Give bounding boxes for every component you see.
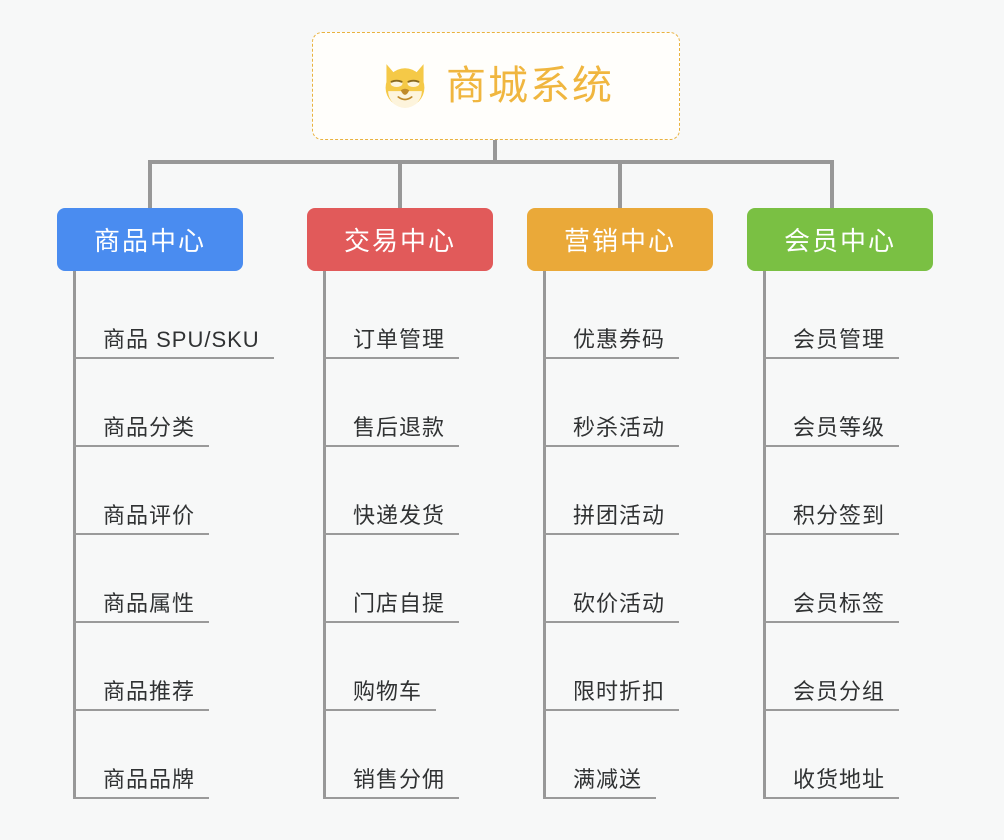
list-item[interactable]: 商品分类 <box>73 359 210 447</box>
leaf-label: 商品品牌 <box>103 767 196 792</box>
list-item[interactable]: 会员等级 <box>763 359 900 447</box>
leaf-label: 会员标签 <box>793 591 886 616</box>
list-item[interactable]: 商品品牌 <box>73 711 210 799</box>
leaf-label: 满减送 <box>573 767 643 792</box>
leaf-label: 售后退款 <box>353 415 446 440</box>
leaf-label: 门店自提 <box>353 591 446 616</box>
root-node-content: 商城系统 <box>378 59 614 113</box>
list-item[interactable]: 订单管理 <box>323 271 460 359</box>
list-item[interactable]: 购物车 <box>323 623 437 711</box>
leaf-label: 商品推荐 <box>103 679 196 704</box>
list-item[interactable]: 优惠券码 <box>543 271 680 359</box>
category-label-3: 营销中心 <box>563 226 676 256</box>
dog-face-emoji-icon <box>385 64 425 108</box>
category-box-2[interactable]: 交易中心 <box>307 208 493 271</box>
leaf-label: 限时折扣 <box>573 679 666 704</box>
list-item[interactable]: 商品推荐 <box>73 623 210 711</box>
root-title: 商城系统 <box>446 64 614 108</box>
leaf-label: 会员等级 <box>793 415 886 440</box>
category-box-3[interactable]: 营销中心 <box>527 208 713 271</box>
list-item[interactable]: 快递发货 <box>323 447 460 535</box>
leaf-label: 会员分组 <box>793 679 886 704</box>
leaf-label: 商品 SPU/SKU <box>103 327 260 352</box>
category-label-1: 商品中心 <box>93 226 206 256</box>
list-item[interactable]: 满减送 <box>543 711 657 799</box>
list-item[interactable]: 限时折扣 <box>543 623 680 711</box>
list-item[interactable]: 商品评价 <box>73 447 210 535</box>
leaf-label: 订单管理 <box>353 327 446 352</box>
category-box-1[interactable]: 商品中心 <box>57 208 243 271</box>
list-item[interactable]: 商品 SPU/SKU <box>73 271 274 359</box>
list-item[interactable]: 会员管理 <box>763 271 900 359</box>
leaf-label: 优惠券码 <box>573 327 666 352</box>
list-item[interactable]: 积分签到 <box>763 447 900 535</box>
root-node[interactable]: 商城系统 <box>312 32 680 140</box>
category-label-2: 交易中心 <box>343 226 456 256</box>
list-item[interactable]: 售后退款 <box>323 359 460 447</box>
connector-drop-3 <box>618 160 622 208</box>
list-item[interactable]: 会员分组 <box>763 623 900 711</box>
list-item[interactable]: 销售分佣 <box>323 711 460 799</box>
list-item[interactable]: 拼团活动 <box>543 447 680 535</box>
connector-drop-2 <box>398 160 402 208</box>
list-item[interactable]: 收货地址 <box>763 711 900 799</box>
leaf-label: 积分签到 <box>793 503 886 528</box>
connector-drop-1 <box>148 160 152 208</box>
list-item[interactable]: 秒杀活动 <box>543 359 680 447</box>
leaf-label: 商品分类 <box>103 415 196 440</box>
list-item[interactable]: 会员标签 <box>763 535 900 623</box>
connector-drop-4 <box>830 160 834 208</box>
leaf-label: 收货地址 <box>793 767 886 792</box>
category-label-4: 会员中心 <box>783 226 896 256</box>
leaf-label: 销售分佣 <box>353 767 446 792</box>
leaf-label: 砍价活动 <box>573 591 666 616</box>
leaf-label: 秒杀活动 <box>573 415 666 440</box>
list-item[interactable]: 门店自提 <box>323 535 460 623</box>
list-item[interactable]: 砍价活动 <box>543 535 680 623</box>
category-box-4[interactable]: 会员中心 <box>747 208 933 271</box>
leaf-label: 商品属性 <box>103 591 196 616</box>
leaf-label: 会员管理 <box>793 327 886 352</box>
connector-horizontal-bus <box>148 160 834 164</box>
connector-root-stem <box>493 140 497 164</box>
leaf-label: 商品评价 <box>103 503 196 528</box>
leaf-label: 拼团活动 <box>573 503 666 528</box>
leaf-label: 购物车 <box>353 679 423 704</box>
leaf-label: 快递发货 <box>353 503 446 528</box>
list-item[interactable]: 商品属性 <box>73 535 210 623</box>
